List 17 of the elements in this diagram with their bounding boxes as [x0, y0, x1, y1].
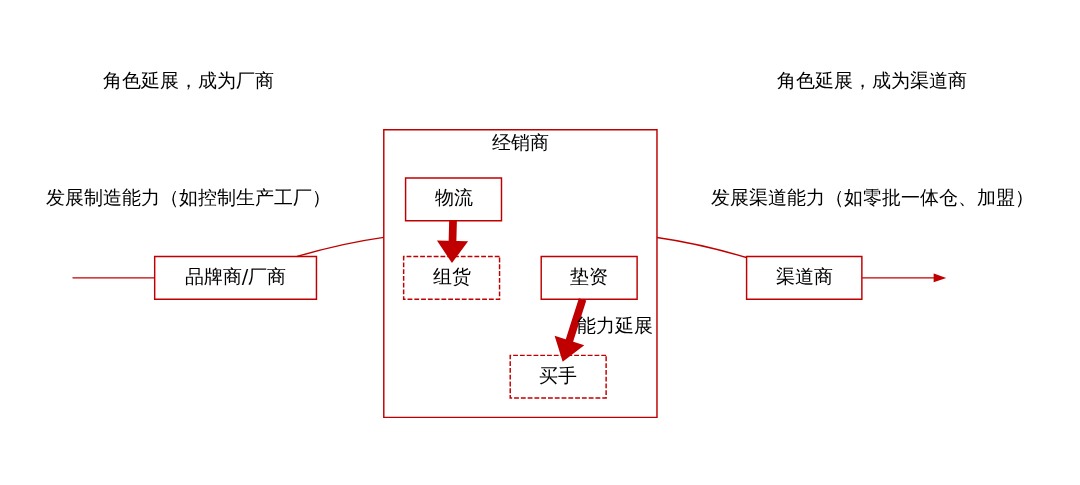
- connector: [296, 236, 385, 257]
- node-box: 物流: [404, 176, 503, 221]
- arrow: [436, 220, 469, 263]
- label: 发展制造能力（如控制生产工厂）: [45, 185, 331, 209]
- edge-label: 能力延展: [577, 314, 654, 336]
- node-box: 组货: [402, 255, 501, 300]
- label: 发展渠道能力（如零批一体仓、加盟）: [710, 185, 1034, 209]
- node-box: 渠道商: [745, 255, 863, 300]
- node-box: 买手: [509, 354, 607, 399]
- connector: [656, 236, 748, 258]
- arrow: [554, 297, 587, 362]
- node-box: 品牌商/厂商: [153, 255, 318, 300]
- node-box: 垫资: [540, 255, 638, 300]
- label: 角色延展，成为厂商: [102, 69, 274, 91]
- connector: [71, 276, 156, 279]
- label: 角色延展，成为渠道商: [777, 69, 968, 91]
- arrow: [861, 272, 947, 282]
